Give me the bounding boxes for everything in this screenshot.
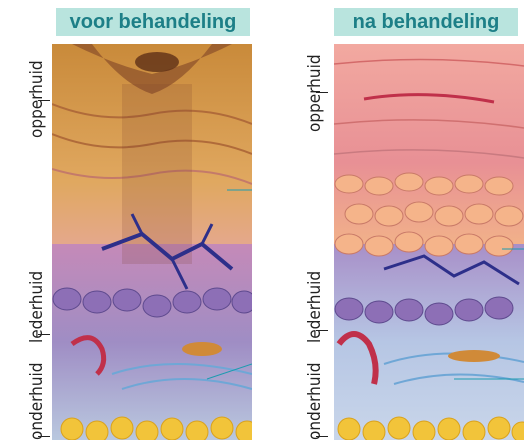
skin-cross-section-after [334, 44, 524, 440]
subcutis-tick [38, 436, 50, 437]
skin-cross-section-before [52, 44, 252, 440]
dermis-label: lederhuid [305, 271, 325, 343]
keratinocytes [335, 173, 523, 256]
dermis-label: lederhuid [27, 271, 47, 343]
subcutis-label: onderhuid [305, 362, 325, 440]
dermis-tick [38, 334, 50, 335]
epidermis-tick [38, 100, 50, 101]
after-treatment-panel: na behandeling [262, 0, 524, 440]
dermis-tick [316, 330, 328, 331]
after-treatment-title: na behandeling [334, 8, 518, 36]
subcutis-tick [316, 436, 328, 437]
subcutis-label: onderhuid [27, 362, 47, 440]
before-treatment-title: voor behandeling [56, 8, 250, 36]
epidermis-label: opperhuid [305, 54, 325, 132]
epidermis-tick [316, 92, 328, 93]
before-treatment-panel: voor behandeling [0, 0, 262, 440]
